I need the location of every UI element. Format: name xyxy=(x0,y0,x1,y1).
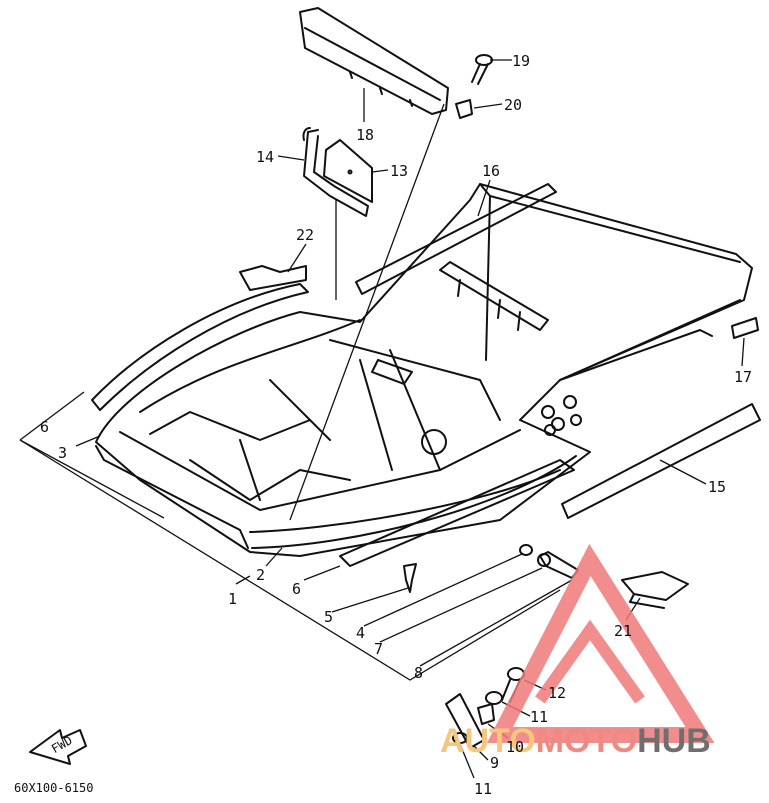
callout-4: 4 xyxy=(356,624,365,642)
callout-13: 13 xyxy=(390,162,408,180)
cover-part-22 xyxy=(239,265,307,291)
leader-13 xyxy=(371,169,389,173)
callout-12: 12 xyxy=(548,684,566,702)
watermark-text: AUTOMOTOHUB xyxy=(440,722,711,760)
callout-18: 18 xyxy=(356,126,374,144)
leader-18-long xyxy=(289,103,445,521)
watermark-hub: HUB xyxy=(637,722,711,760)
frame-body-part-1 xyxy=(95,183,753,557)
baseline-7 xyxy=(379,567,543,643)
spacer-part-10 xyxy=(477,703,495,725)
callout-10: 10 xyxy=(506,738,524,756)
callout-2: 2 xyxy=(256,566,265,584)
baseline-main xyxy=(19,439,561,681)
bracket-part-17 xyxy=(731,317,759,339)
leader-14 xyxy=(277,155,305,161)
fwd-arrow xyxy=(29,729,87,765)
runner-strip-part-15 xyxy=(561,403,761,519)
baseline-6-3 xyxy=(19,391,165,519)
watermark-moto: MOTO xyxy=(536,722,637,760)
callout-14: 14 xyxy=(256,148,274,166)
leader-16 xyxy=(477,179,491,217)
callout-16: 16 xyxy=(482,162,500,180)
baseline-4 xyxy=(363,553,523,627)
handle-part-14 xyxy=(302,127,369,217)
plate-part-13 xyxy=(323,139,373,203)
washer-part-4 xyxy=(519,544,533,556)
fwd-label: FWD xyxy=(49,733,75,756)
callout-17: 17 xyxy=(734,368,752,386)
grommet-part-20 xyxy=(455,99,473,119)
baseline-1 xyxy=(235,575,251,585)
callout-21: 21 xyxy=(614,622,632,640)
baseline-2 xyxy=(265,547,283,567)
callout-8: 8 xyxy=(414,664,423,682)
bolt-part-19 xyxy=(471,54,493,85)
bolt-part-7 xyxy=(537,551,579,579)
baseline-5 xyxy=(331,587,409,613)
leader-20 xyxy=(473,103,503,109)
watermark-triangle xyxy=(486,543,715,743)
leader-9 xyxy=(473,745,489,761)
callout-9: 9 xyxy=(490,754,499,772)
baseline-8 xyxy=(419,579,573,667)
callout-11a: 11 xyxy=(530,708,548,726)
callout-22: 22 xyxy=(296,226,314,244)
trim-strip-part-16 xyxy=(355,183,557,295)
baseline-3 xyxy=(75,435,101,447)
lower-rail-part-6 xyxy=(339,459,575,567)
part-code: 60X100-6150 xyxy=(14,781,93,795)
pad-part-21 xyxy=(621,571,689,609)
callout-11b: 11 xyxy=(474,780,492,798)
callout-19: 19 xyxy=(512,52,530,70)
leader-15 xyxy=(659,459,707,485)
seat-plate-part-18 xyxy=(299,7,449,115)
watermark-inner-mark xyxy=(535,619,645,704)
watermark-auto: AUTO xyxy=(440,722,536,760)
leader-22 xyxy=(287,243,307,273)
leader-11b xyxy=(459,743,475,779)
baseline-6b xyxy=(303,565,341,581)
callout-7: 7 xyxy=(374,640,383,658)
callout-1: 1 xyxy=(228,590,237,608)
leader-17 xyxy=(741,337,745,367)
washer-part-11 xyxy=(452,691,503,744)
callout-5: 5 xyxy=(324,608,333,626)
callout-15: 15 xyxy=(708,478,726,496)
rivet-part-5 xyxy=(403,563,417,593)
callout-20: 20 xyxy=(504,96,522,114)
callout-6a: 6 xyxy=(40,418,49,436)
callout-3: 3 xyxy=(58,444,67,462)
watermark-logo xyxy=(486,543,715,743)
left-rail-part-3 xyxy=(91,283,309,411)
callout-6b: 6 xyxy=(292,580,301,598)
